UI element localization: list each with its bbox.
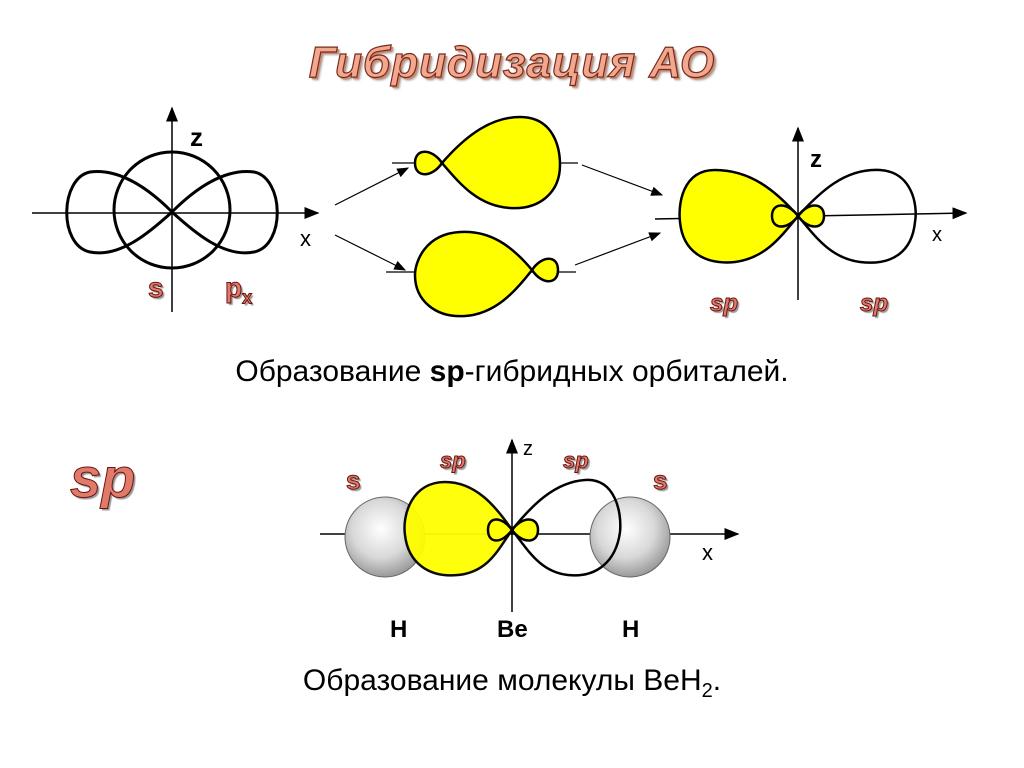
sp-label-right: sp	[859, 290, 889, 318]
mol-small-lobe-left	[486, 518, 514, 542]
hybrid-orbital-upper	[413, 115, 562, 210]
atom-h-right: H	[622, 616, 640, 643]
caption2-text: Образование молекулы BeH	[302, 664, 702, 697]
arrow-from-lower	[574, 232, 662, 266]
slide-title: Гибридизация АО	[308, 37, 716, 87]
arrow-to-upper	[334, 167, 410, 206]
z-axis-label-left: z	[190, 122, 203, 152]
h-right-s-orbital	[589, 496, 671, 578]
s-orbital	[112, 150, 232, 270]
sp-small-lobe-left	[770, 204, 800, 228]
z-axis-label-right: z	[810, 146, 822, 173]
hybrid-orbital-lower	[413, 230, 560, 318]
px-orbital	[65, 170, 279, 255]
beh2-molecule-diagram	[320, 438, 740, 612]
hybrid-orbitals-middle	[386, 115, 578, 318]
z-axis-label-molecule: z	[523, 438, 533, 460]
mol-sp-orbital-left	[403, 480, 514, 577]
caption2-subscript: 2	[701, 680, 713, 702]
atom-be: Be	[497, 616, 528, 643]
arrow-from-upper	[581, 164, 664, 196]
p-letter: p	[224, 272, 243, 304]
mol-sp-label-left: sp	[440, 448, 467, 474]
x-axis-label-left: x	[300, 226, 311, 251]
caption-beh2: Образование молекулы BeH2.	[0, 664, 1024, 703]
big-sp-label: sp	[69, 446, 136, 510]
s-label-molecule-left: s	[345, 465, 361, 496]
caption2-end: .	[712, 664, 722, 697]
arrows	[334, 164, 664, 271]
x-axis-label-molecule: x	[702, 540, 713, 565]
s-label-molecule-right: s	[652, 465, 668, 496]
sp-label-left: sp	[709, 290, 739, 318]
mol-sp-label-right: sp	[563, 448, 590, 474]
caption-sp-hybrid: Образование sp-гибридных орбиталей.	[0, 355, 1024, 389]
x-axis-label-right: x	[932, 224, 942, 246]
caption1-bold: sp	[429, 355, 465, 388]
atom-h-left: H	[390, 616, 408, 643]
s-orbital-label: s	[148, 272, 165, 304]
s-px-orbitals-diagram	[32, 106, 320, 312]
caption1-prefix: Образование	[235, 355, 430, 388]
sp-orbital-left	[678, 168, 800, 264]
px-orbital-label: px	[224, 272, 253, 309]
arrow-to-lower	[334, 234, 407, 271]
sp-orbital-right	[796, 168, 917, 264]
mol-sp-orbital-right	[510, 478, 622, 577]
mol-small-lobe-right	[510, 518, 540, 542]
caption1-suffix: -гибридных орбиталей.	[464, 355, 789, 388]
p-subscript: x	[242, 287, 253, 308]
sp-small-lobe-right	[796, 204, 826, 228]
sp-hybrid-pair-diagram	[654, 126, 968, 300]
